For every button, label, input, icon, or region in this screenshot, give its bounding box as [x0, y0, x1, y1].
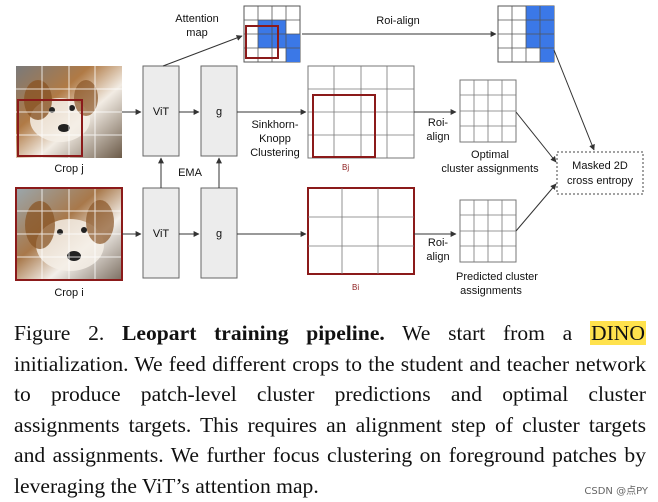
optimal-assignments-grid: [459, 79, 517, 143]
vit-student-label: ViT: [153, 228, 170, 240]
vit-teacher-label: ViT: [153, 106, 170, 118]
figure-caption: Figure 2. Leopart training pipeline. We …: [14, 318, 646, 501]
roi-align-mid-1: Roi-: [428, 117, 449, 129]
ema-label: EMA: [178, 167, 203, 179]
attention-map-grid: [243, 5, 301, 63]
caption-highlight-dino: DINO: [590, 321, 646, 345]
student-cluster-grid: [307, 187, 415, 275]
predicted-assignments-grid: [459, 199, 517, 263]
vit-teacher-block: [142, 65, 180, 157]
attention-map-label-1: Attention: [175, 13, 218, 25]
aligned-attention-grid: [497, 5, 555, 63]
attention-map-label-2: map: [186, 27, 207, 39]
bj-label: Bj: [342, 163, 349, 172]
g-teacher-label: g: [216, 106, 222, 118]
g-student-block: [200, 187, 238, 279]
crop-j-label: Crop j: [54, 163, 83, 175]
crop-i-label: Crop i: [54, 287, 83, 299]
masked-ce-label-2: cross entropy: [567, 175, 634, 187]
watermark: CSDN @点PY: [584, 486, 648, 497]
pipeline-diagram: Crop j Crop i ViT ViT g g EMA: [15, 5, 644, 299]
caption-bold: Leopart training pipeline.: [122, 321, 385, 345]
g-student-label: g: [216, 228, 222, 240]
predicted-label-2: assignments: [460, 285, 522, 297]
masked-ce-box: [556, 151, 644, 195]
crop-i-image: [15, 187, 123, 281]
roi-align-mid-2: align: [426, 131, 449, 143]
sinkhorn-label-1: Sinkhorn-: [251, 119, 298, 131]
sinkhorn-label-3: Clustering: [250, 147, 300, 159]
optimal-label-2: cluster assignments: [441, 163, 539, 175]
roi-align-bottom-2: align: [426, 251, 449, 263]
predicted-label-1: Predicted cluster: [456, 271, 538, 283]
roi-align-bottom-1: Roi-: [428, 237, 449, 249]
g-teacher-block: [200, 65, 238, 157]
caption-text-2: initialization. We feed different crops …: [14, 351, 646, 498]
teacher-cluster-grid: [307, 65, 415, 159]
sinkhorn-label-2: Knopp: [259, 133, 291, 145]
caption-prefix: Figure 2.: [14, 321, 105, 345]
masked-ce-label-1: Masked 2D: [572, 160, 628, 172]
crop-j-image: [16, 66, 122, 158]
caption-text-1: We start from a: [402, 321, 573, 345]
roi-align-top-label: Roi-align: [376, 15, 419, 27]
optimal-label-1: Optimal: [471, 149, 509, 161]
bi-label: Bi: [352, 283, 359, 292]
